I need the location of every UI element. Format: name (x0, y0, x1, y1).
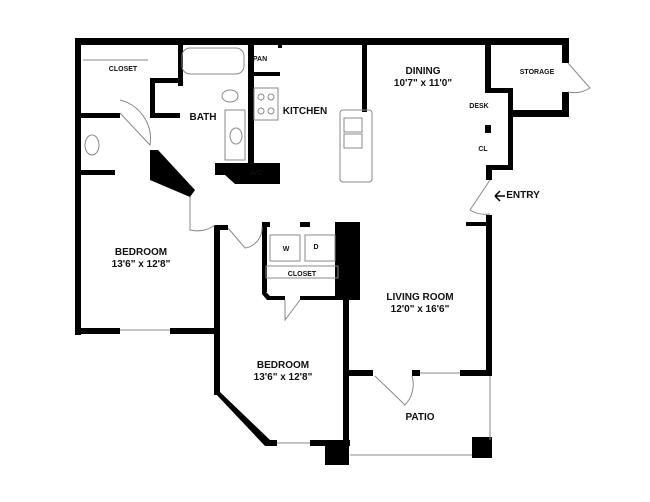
entry-label: ENTRY (506, 190, 540, 201)
washer-label: W (282, 246, 290, 253)
storage-label: STORAGE (519, 69, 555, 76)
living-room-label: LIVING ROOM (386, 292, 454, 303)
dining-label: DINING (405, 66, 441, 77)
living-room-size: 12'0" x 16'6" (390, 304, 450, 315)
bedroom2-size: 13'6" x 12'8" (253, 372, 313, 383)
bedroom1-size: 13'6" x 12'8" (111, 259, 171, 270)
walls (75, 38, 569, 465)
kitchen-label: KITCHEN (282, 106, 328, 117)
pantry-label: PAN (252, 56, 268, 63)
bedroom1-label: BEDROOM (114, 247, 168, 258)
ac-label: A/C (249, 170, 263, 177)
patio-label: PATIO (405, 412, 435, 423)
dining-size: 10'7" x 11'0" (393, 78, 453, 89)
dryer-label: D (313, 244, 319, 251)
bedroom2-label: BEDROOM (256, 360, 310, 371)
closet-top-label: CLOSET (108, 66, 138, 73)
fixtures (83, 47, 591, 456)
laundry-closet-label: CLOSET (287, 271, 317, 278)
desk-label: DESK (469, 103, 489, 110)
bath-label: BATH (189, 112, 217, 123)
entry-arrow-icon (494, 190, 505, 202)
cl-label: CL (478, 146, 488, 153)
